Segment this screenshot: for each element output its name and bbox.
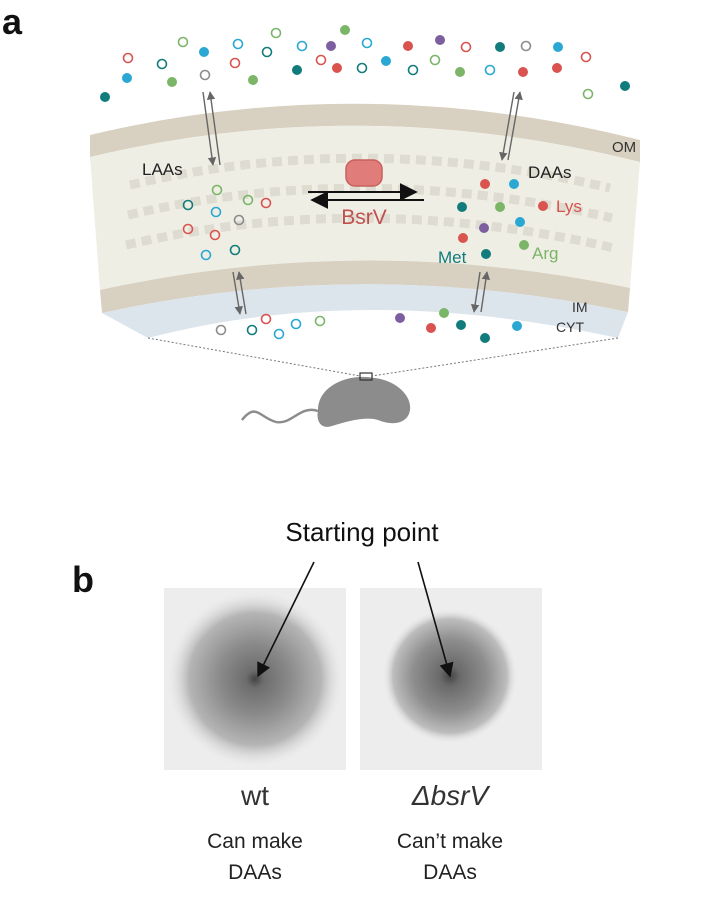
- mutant-caption-line-2: DAAs: [423, 861, 477, 884]
- daas-label: DAAs: [528, 163, 571, 182]
- mutant-caption-line-1: Can’t make: [396, 830, 504, 853]
- cytoplasm: [102, 284, 628, 338]
- mutant-genotype-label: ΔbsrV: [411, 780, 489, 811]
- starting-point-arrow-wt: [257, 561, 315, 678]
- bsrv-label: BsrV: [341, 206, 387, 229]
- outer-membrane: [90, 103, 640, 162]
- panel-b-letter: b: [72, 559, 94, 600]
- wt-caption-line-1: Can make: [207, 830, 303, 853]
- mutant-caption: Can’t make DAAs: [370, 826, 530, 888]
- wt-genotype-label: wt: [241, 780, 269, 811]
- cytoplasm-label: CYT: [556, 319, 584, 335]
- starting-point-arrow-mutant: [417, 561, 454, 678]
- inner-membrane-label: IM: [572, 299, 588, 315]
- wt-plate: [164, 588, 346, 770]
- zoom-lines: [147, 337, 619, 377]
- arg-label: Arg: [532, 244, 558, 263]
- bsrv-enzyme-shape: [345, 159, 383, 187]
- laas-label: LAAs: [142, 160, 183, 179]
- met-label: Met: [438, 248, 467, 267]
- starting-point-label: Starting point: [285, 517, 439, 547]
- cell-envelope: [90, 103, 640, 338]
- lys-label: Lys: [556, 197, 582, 216]
- inner-membrane: [100, 260, 630, 313]
- wt-caption-line-2: DAAs: [228, 861, 282, 884]
- mutant-plate: [360, 588, 542, 770]
- wt-caption: Can make DAAs: [185, 826, 325, 888]
- amino-acid-dots: [100, 25, 630, 343]
- transport-arrows: [202, 91, 523, 315]
- panel-a-letter: a: [2, 1, 23, 42]
- outer-membrane-label: OM: [612, 139, 636, 156]
- bacterium-icon: [241, 372, 411, 427]
